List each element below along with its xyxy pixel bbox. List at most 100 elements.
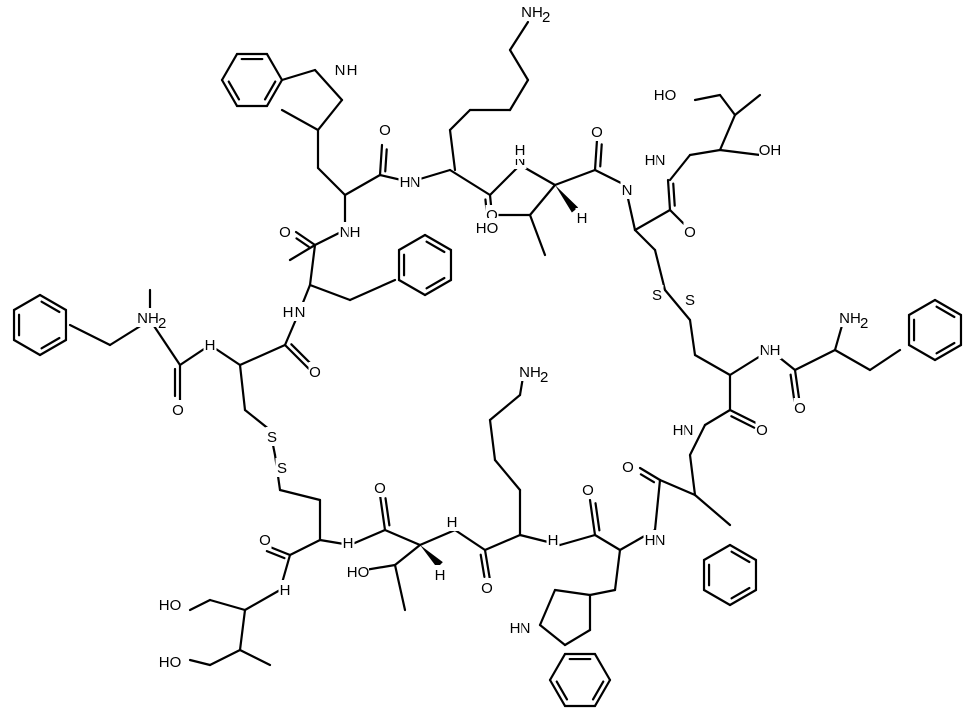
svg-text:O: O bbox=[486, 207, 498, 224]
atom-label-h-thrl-bottom: H bbox=[278, 580, 292, 599]
phe-bottom-link bbox=[653, 478, 662, 532]
lysine-bottom-side-chain bbox=[488, 418, 497, 462]
svg-text:O: O bbox=[591, 124, 603, 141]
atom-label-indole-nh-top: H bbox=[345, 60, 359, 79]
svg-text:HO: HO bbox=[476, 220, 499, 237]
phe-top-backbone bbox=[308, 243, 317, 287]
indole-top-benzene bbox=[220, 52, 239, 82]
atom-label-nh-trp-bottom: N bbox=[653, 530, 667, 549]
lysine-top-side-chain bbox=[508, 20, 530, 52]
atom-label-o-cys-bottom: O bbox=[258, 530, 272, 549]
lys-bottom-carbonyl bbox=[479, 553, 486, 578]
dphe-right-ring bbox=[907, 298, 937, 317]
indole-bottom-pyrrole bbox=[538, 588, 557, 627]
trp-top-backbone bbox=[343, 173, 382, 197]
svg-text:H: H bbox=[548, 532, 559, 549]
cys-top-backbone bbox=[633, 228, 657, 252]
indole-top-benzene bbox=[220, 78, 239, 108]
svg-text:O: O bbox=[481, 580, 493, 597]
phe-bottom-ring bbox=[730, 586, 751, 600]
trp-top-carbonyl bbox=[378, 143, 384, 177]
thr-top-side bbox=[528, 213, 547, 257]
atom-label-s2-right: S bbox=[683, 290, 697, 309]
atom-label-o-cys-bottom-right: O bbox=[755, 420, 769, 439]
thr-top-backbone bbox=[553, 168, 597, 187]
lysine-top-side-chain bbox=[448, 108, 472, 132]
cys-top-backbone bbox=[653, 248, 667, 292]
thr-bottom-carbonyl bbox=[378, 493, 387, 532]
svg-text:2: 2 bbox=[158, 315, 166, 332]
svg-text:HO: HO bbox=[654, 87, 677, 104]
cys-left-backbone bbox=[238, 343, 287, 367]
trp-top-backbone bbox=[316, 166, 347, 197]
atom-label-s1-right: S bbox=[650, 285, 664, 304]
svg-text:2: 2 bbox=[860, 315, 868, 332]
svg-text:N: N bbox=[622, 182, 633, 199]
phe-top-carbonyl bbox=[295, 237, 310, 248]
trp-bottom-backbone bbox=[558, 533, 597, 547]
atom-label-o-cys-left: O bbox=[308, 362, 322, 381]
svg-text:O: O bbox=[684, 224, 696, 241]
trp-top-carbonyl bbox=[384, 148, 388, 173]
atom-label-ho-thr-top: HO bbox=[476, 218, 499, 237]
atom-label-s2-left: S bbox=[275, 458, 289, 477]
indole-top-pyrrole bbox=[280, 68, 317, 82]
phe-top-ring bbox=[425, 240, 446, 254]
svg-text:N: N bbox=[295, 304, 306, 321]
atom-label-h-phe-bottom: H bbox=[671, 420, 685, 439]
lys-bottom-carbonyl bbox=[483, 548, 492, 582]
indole-bottom-pyrrole bbox=[563, 628, 592, 647]
indole-top-pyrrole bbox=[313, 68, 344, 102]
phe-bottom-carbonyl bbox=[639, 473, 656, 484]
threoninol-bottom bbox=[208, 648, 242, 667]
svg-text:O: O bbox=[379, 122, 391, 139]
phe-top-beta bbox=[348, 278, 397, 302]
svg-text:H: H bbox=[770, 342, 781, 359]
svg-text:NH: NH bbox=[839, 310, 861, 327]
disulfide-left-chain bbox=[243, 408, 272, 432]
cys-right-to-phe bbox=[703, 408, 732, 427]
svg-text:O: O bbox=[622, 459, 634, 476]
atom-label-h-lys-bottom: H bbox=[546, 530, 560, 549]
lys-bottom-backbone bbox=[483, 533, 522, 552]
disulfide-left-chain bbox=[278, 488, 322, 502]
phe-top-ring bbox=[397, 278, 427, 297]
atom-label-h-thr-bottom: H bbox=[445, 512, 459, 531]
svg-text:O: O bbox=[309, 364, 321, 381]
cys-top-carbonyl-chain bbox=[633, 208, 672, 232]
threoninol-top-oh bbox=[718, 148, 762, 157]
thr-bottom-backbone bbox=[348, 528, 387, 547]
indole-bottom-benzene bbox=[548, 652, 567, 682]
svg-text:N: N bbox=[683, 422, 694, 439]
svg-text:O: O bbox=[172, 402, 184, 419]
cys-right-carbonyl bbox=[730, 415, 756, 429]
atom-label-ho-thrl-bottom-2: HO bbox=[159, 652, 181, 671]
trp-bottom-carbonyl bbox=[588, 498, 597, 537]
atom-label-h-alpha-thr-top: H bbox=[575, 208, 589, 227]
indole-bottom-pyrrole bbox=[553, 588, 592, 597]
svg-text:H: H bbox=[435, 567, 446, 584]
svg-text:N: N bbox=[655, 532, 666, 549]
atom-label-nh-cys-right: N bbox=[758, 340, 772, 359]
svg-text:S: S bbox=[685, 292, 695, 309]
thr-top-carbonyl bbox=[593, 138, 599, 172]
phe-bottom-backbone bbox=[688, 453, 697, 497]
lysine-bottom-side-chain bbox=[493, 458, 522, 492]
svg-text:H: H bbox=[400, 174, 411, 191]
svg-text:O: O bbox=[794, 400, 806, 417]
phe-top-beta bbox=[308, 283, 352, 302]
atom-label-h-cys-left: H bbox=[203, 335, 217, 354]
dphe-left-ring bbox=[40, 336, 61, 350]
atom-label-nh-lys-top: N bbox=[408, 172, 422, 191]
dphe-right-ring bbox=[933, 343, 963, 362]
atom-label-h-alpha-thr-bottom: H bbox=[433, 565, 447, 584]
thr-bottom-alpha-h bbox=[420, 545, 443, 568]
phe-top-ring bbox=[425, 276, 446, 290]
disulfide-left-chain bbox=[238, 363, 247, 412]
cys-right-backbone bbox=[693, 353, 732, 377]
dphe-right-alpha bbox=[793, 348, 837, 372]
atom-label-ho-thr-bottom: HO bbox=[347, 562, 369, 581]
thr-top-carbonyl bbox=[599, 143, 603, 168]
